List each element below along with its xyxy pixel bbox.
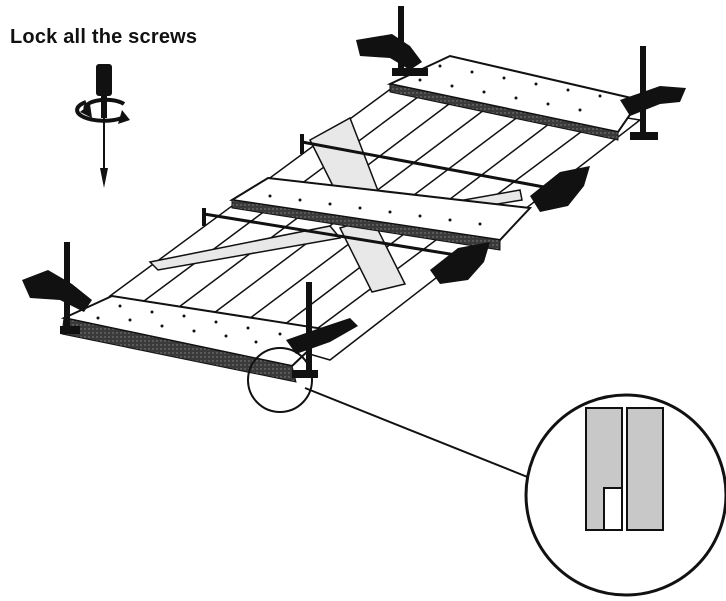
bar-clamp-icon — [22, 242, 92, 334]
front-board — [60, 294, 333, 383]
bar-clamp-icon — [530, 166, 590, 212]
instruction-title: Lock all the screws — [10, 26, 198, 48]
middle-board — [229, 176, 533, 251]
bar-clamp-icon — [286, 282, 358, 378]
screwdriver-rotate-icon — [75, 64, 130, 188]
tie-rods — [202, 134, 561, 258]
bar-clamp-icon — [356, 6, 428, 76]
screw-holes — [96, 64, 602, 344]
joint-detail-magnifier — [247, 347, 726, 597]
bar-clamp-icon — [430, 242, 490, 284]
bar-clamp-icon — [620, 46, 686, 140]
